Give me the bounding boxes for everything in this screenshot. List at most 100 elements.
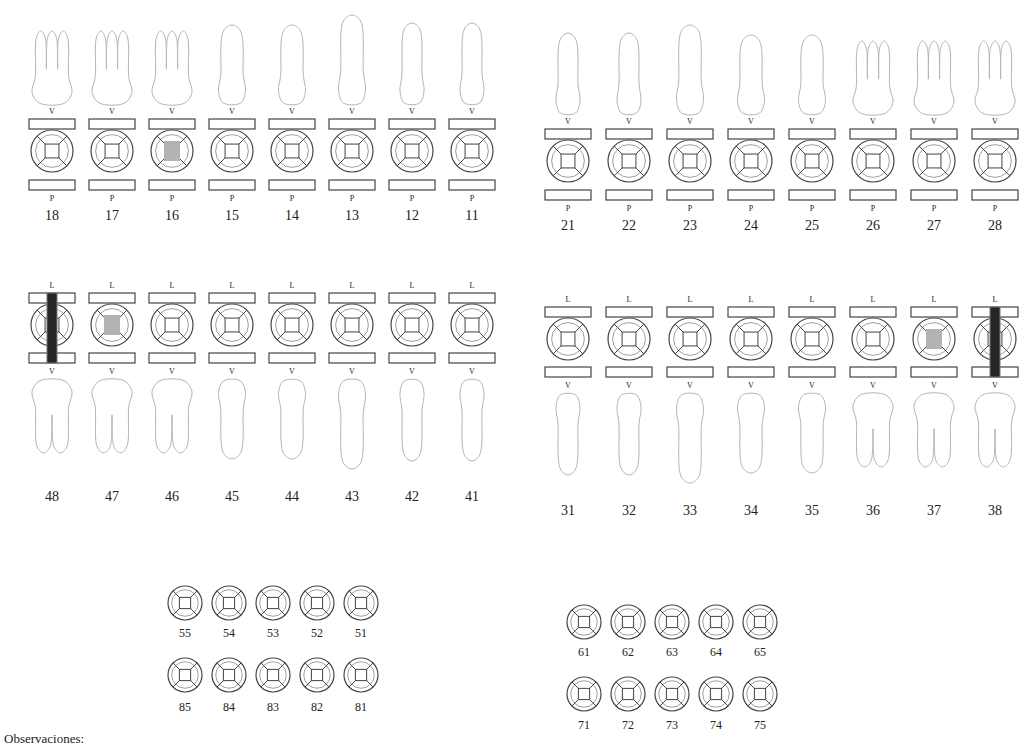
surface-divider [419, 310, 427, 318]
surface-divider [572, 610, 578, 616]
surface-divider [748, 700, 754, 706]
surface-letter: L [110, 282, 115, 290]
tooth-number: 75 [754, 719, 766, 731]
tooth-surface-ring [96, 135, 129, 168]
surface-letter: L [993, 296, 998, 304]
surface-divider [157, 158, 165, 166]
annotation-box [389, 353, 435, 363]
annotation-box [89, 119, 135, 129]
annotation-box [972, 129, 1018, 139]
surface-divider [349, 609, 355, 615]
lower-tooth-outline [32, 379, 72, 453]
tooth-surface-circle [913, 318, 955, 360]
tooth-number: 52 [311, 627, 323, 639]
surface-divider [419, 136, 427, 144]
surface-divider [217, 591, 223, 597]
surface-divider [37, 158, 45, 166]
surface-divider [634, 700, 640, 706]
occlusal-square [465, 318, 479, 332]
surface-divider [722, 628, 728, 634]
annotation-box [667, 307, 713, 317]
tooth-surface-ring [571, 681, 598, 708]
surface-letter: V [565, 382, 571, 390]
surface-divider [397, 158, 405, 166]
surface-letter: P [50, 195, 54, 203]
occlusal-square [179, 669, 190, 680]
surface-letter: V [870, 382, 876, 390]
surface-letter: P [810, 205, 814, 213]
tooth-surface-ring [918, 145, 951, 178]
lower-tooth-outline [460, 379, 484, 461]
surface-divider [616, 700, 622, 706]
tooth-surface-ring [552, 145, 585, 178]
annotation-box [728, 307, 774, 317]
annotation-box [667, 129, 713, 139]
occlusal-square [223, 669, 234, 680]
surface-divider [37, 310, 45, 318]
annotation-box [329, 119, 375, 129]
tooth-surface-circle [168, 586, 202, 620]
tooth-surface-circle [331, 304, 373, 346]
occlusal-square [465, 144, 479, 158]
tooth-number: 65 [754, 646, 766, 658]
occlusal-square [165, 318, 179, 332]
surface-divider [819, 168, 827, 176]
surface-divider [337, 332, 345, 340]
annotation-box [269, 180, 315, 190]
tooth-surface-ring [260, 590, 287, 617]
tooth-number: 36 [866, 504, 880, 518]
surface-divider [419, 158, 427, 166]
surface-divider [634, 682, 640, 688]
annotation-box [389, 293, 435, 303]
surface-letter: V [469, 108, 475, 116]
surface-divider [1002, 346, 1010, 354]
surface-divider [279, 663, 285, 669]
tooth-surface-ring [276, 309, 309, 342]
surface-divider [797, 168, 805, 176]
surface-letter: P [470, 195, 474, 203]
tooth-number: 37 [927, 504, 941, 518]
surface-divider [766, 628, 772, 634]
surface-divider [337, 136, 345, 144]
tooth-surface-circle [212, 658, 246, 692]
tooth-surface-ring [396, 309, 429, 342]
tooth-surface-ring [674, 323, 707, 356]
annotation-box [449, 293, 495, 303]
tooth-number: 28 [988, 219, 1002, 233]
annotation-box [89, 180, 135, 190]
annotation-box [449, 353, 495, 363]
annotation-box [606, 190, 652, 200]
annotation-box [850, 367, 896, 377]
surface-divider [179, 332, 187, 340]
surface-divider [119, 310, 127, 318]
surface-letter: L [688, 296, 693, 304]
tooth-surface-circle [730, 140, 772, 182]
surface-letter: V [289, 368, 295, 376]
tooth-number: 48 [45, 490, 59, 504]
surface-divider [279, 591, 285, 597]
surface-divider [119, 332, 127, 340]
lower-tooth-outline [218, 379, 245, 459]
surface-divider [572, 628, 578, 634]
tooth-number: 43 [345, 490, 359, 504]
surface-letter: V [49, 108, 55, 116]
surface-divider [457, 158, 465, 166]
occlusal-square [355, 597, 366, 608]
upper-tooth-outline [676, 25, 703, 115]
occlusal-square [285, 144, 299, 158]
occlusal-square [988, 154, 1002, 168]
occlusal-square [683, 332, 697, 346]
surface-letter: V [687, 118, 693, 126]
tooth-number: 51 [355, 627, 367, 639]
surface-letter: P [230, 195, 234, 203]
surface-divider [217, 681, 223, 687]
tooth-surface-circle [271, 304, 313, 346]
surface-divider [239, 158, 247, 166]
surface-divider [235, 663, 241, 669]
tooth-number: 22 [622, 219, 636, 233]
permanent-chart [29, 119, 1018, 377]
surface-divider [919, 168, 927, 176]
surface-letter: P [110, 195, 114, 203]
tooth-surface-ring [615, 681, 642, 708]
surface-divider [919, 346, 927, 354]
